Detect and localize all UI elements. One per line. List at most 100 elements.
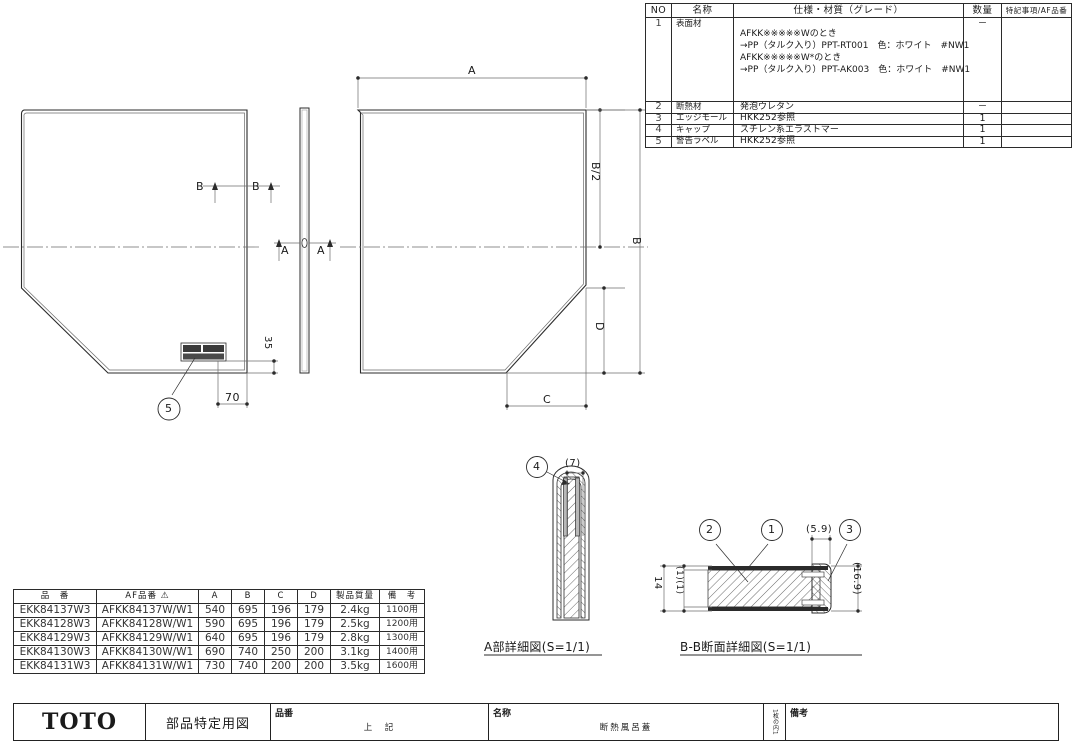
- dim-35: [226, 359, 278, 375]
- model-cell-c: 200: [264, 659, 298, 674]
- model-cell-d: 200: [297, 659, 331, 674]
- detail-a-caption: A部詳細図(S=1/1): [484, 640, 591, 654]
- hinban-value: 上 記: [363, 723, 396, 733]
- section-label-b-left: B: [196, 180, 205, 193]
- spec-cell-name: キャップ: [671, 124, 734, 137]
- model-cell-a: 640: [198, 631, 232, 646]
- spec-header-name: 名称: [671, 3, 734, 18]
- model-header-remark: 備 考: [379, 589, 425, 604]
- spec-cell-spec: スチレン系エラストマー: [733, 124, 964, 137]
- balloon-1-circle: [761, 519, 783, 541]
- sheet-count-text: 1枚の内1: [771, 709, 779, 735]
- spec-cell-remark: [1001, 135, 1072, 148]
- warning-triangle-icon: ⚠: [160, 590, 170, 601]
- dim-35-label: 35: [262, 336, 273, 350]
- spec-cell-no: 4: [645, 124, 672, 137]
- side-view-outline: [299, 107, 310, 374]
- spec-cell-remark: [1001, 124, 1072, 137]
- model-cell-mass: 3.1kg: [330, 645, 380, 660]
- hinban-label: 品番: [275, 709, 294, 719]
- model-cell-b: 740: [231, 645, 265, 660]
- dim-A-label: A: [468, 64, 477, 77]
- dim-59-label: (5.9): [806, 524, 833, 535]
- hinban-field: 品番 上 記: [271, 704, 489, 740]
- spec-cell-qty: 1: [963, 124, 1002, 137]
- spec-cell-qty: 1: [963, 135, 1002, 148]
- model-header-code: 品 番: [13, 589, 97, 604]
- model-cell-code: EKK84131W3: [13, 659, 97, 674]
- spec-table-row: 3 エッジモール HKK252参照 1: [645, 112, 1072, 125]
- dim-14-label: 14: [652, 576, 663, 590]
- spec-header-spec: 仕様・材質（グレード）: [733, 3, 964, 18]
- spec-table-header-row: NO 名称 仕様・材質（グレード） 数量 特記事項/AF品番: [645, 3, 1072, 18]
- balloon-4-label: 4: [533, 460, 541, 473]
- dim-59: [810, 535, 832, 566]
- document-kind: 部品特定用図: [146, 704, 271, 740]
- dim-169-label: (16.9): [851, 562, 862, 596]
- model-cell-af: AFKK84137W/W1: [96, 603, 199, 618]
- spec-cell-spec: 発泡ウレタン: [733, 101, 964, 114]
- model-cell-a: 690: [198, 645, 232, 660]
- spec-table-row: 5 警告ラベル HKK252参照 1: [645, 135, 1072, 148]
- spec-cell-remark: [1001, 101, 1072, 114]
- spec-cell-no: 3: [645, 112, 672, 125]
- model-cell-mass: 3.5kg: [330, 659, 380, 674]
- product-name-field: 名称 断熱風呂蓋: [489, 704, 764, 740]
- section-label-a-left: A: [281, 244, 290, 257]
- model-cell-a: 540: [198, 603, 232, 618]
- dim-169: [831, 564, 862, 613]
- model-cell-d: 179: [297, 617, 331, 632]
- model-cell-remark: 1600用: [379, 659, 425, 674]
- model-cell-af: AFKK84129W/W1: [96, 631, 199, 646]
- dim-70-label: 70: [225, 391, 240, 404]
- brand-logo: TOTO: [14, 704, 146, 740]
- model-cell-code: EKK84137W3: [13, 603, 97, 618]
- dim-7-label: (7): [565, 458, 581, 469]
- model-cell-remark: 1400用: [379, 645, 425, 660]
- model-header-mass: 製品質量: [330, 589, 380, 604]
- spec-table-row: 1 表面材 AFKK※※※※※Wのとき →PP（タルク入り）PPT-RT001 …: [645, 17, 1072, 102]
- spec-line: AFKK※※※※※Wのとき: [740, 29, 837, 39]
- model-cell-c: 250: [264, 645, 298, 660]
- sheet-count-field: 1枚の内1: [764, 704, 786, 740]
- balloon-2-circle: [699, 519, 721, 541]
- model-cell-code: EKK84128W3: [13, 617, 97, 632]
- model-cell-af: AFKK84130W/W1: [96, 645, 199, 660]
- spec-header-no: NO: [645, 3, 672, 18]
- detail-bb-graphic: [707, 563, 832, 614]
- spec-header-qty: 数量: [963, 3, 1002, 18]
- model-cell-b: 695: [231, 603, 265, 618]
- dim-70: [216, 361, 249, 408]
- balloon-5-circle: [157, 397, 181, 421]
- model-table: 品 番 AF品番 ⚠ A B C D 製品質量 備 考 EKK84137W3 A…: [13, 589, 425, 674]
- model-table-row: EKK84128W3 AFKK84128W/W1 590 695 196 179…: [13, 617, 425, 632]
- model-cell-remark: 1100用: [379, 603, 425, 618]
- spec-cell-no: 2: [645, 101, 672, 114]
- section-label-b-right: B: [252, 180, 261, 193]
- detail-a-graphic: [552, 465, 590, 621]
- spec-cell-name: 表面材: [671, 17, 734, 102]
- model-cell-af: AFKK84131W/W1: [96, 659, 199, 674]
- spec-line: →PP（タルク入り）PPT-RT001 色：ホワイト #NW1: [740, 40, 970, 51]
- model-header-af: AF品番 ⚠: [96, 589, 199, 604]
- spec-cell-remark: [1001, 112, 1072, 125]
- balloon-4-circle: [526, 456, 548, 478]
- spec-cell-name: 警告ラベル: [671, 135, 734, 148]
- spec-table-row: 4 キャップ スチレン系エラストマー 1: [645, 124, 1072, 137]
- warning-label-graphic: [180, 342, 227, 362]
- dim-D-label: D: [593, 322, 606, 331]
- model-header-a: A: [198, 589, 232, 604]
- model-cell-b: 740: [231, 659, 265, 674]
- model-cell-code: EKK84130W3: [13, 645, 97, 660]
- spec-cell-qty: －: [963, 17, 1002, 102]
- model-cell-mass: 2.5kg: [330, 617, 380, 632]
- section-mark-b: [203, 182, 280, 203]
- title-block: TOTO 部品特定用図 品番 上 記 名称 断熱風呂蓋 1枚の内1 備考: [13, 703, 1059, 741]
- spec-table: NO 名称 仕様・材質（グレード） 数量 特記事項/AF品番 1 表面材 AFK…: [645, 3, 1072, 148]
- model-cell-b: 695: [231, 631, 265, 646]
- product-name-value: 断熱風呂蓋: [599, 723, 653, 733]
- dim-view-outline: [356, 109, 587, 374]
- spec-table-row: 2 断熱材 発泡ウレタン －: [645, 101, 1072, 114]
- dim-B-half-label: B/2: [589, 162, 602, 182]
- spec-cell-remark: [1001, 17, 1072, 102]
